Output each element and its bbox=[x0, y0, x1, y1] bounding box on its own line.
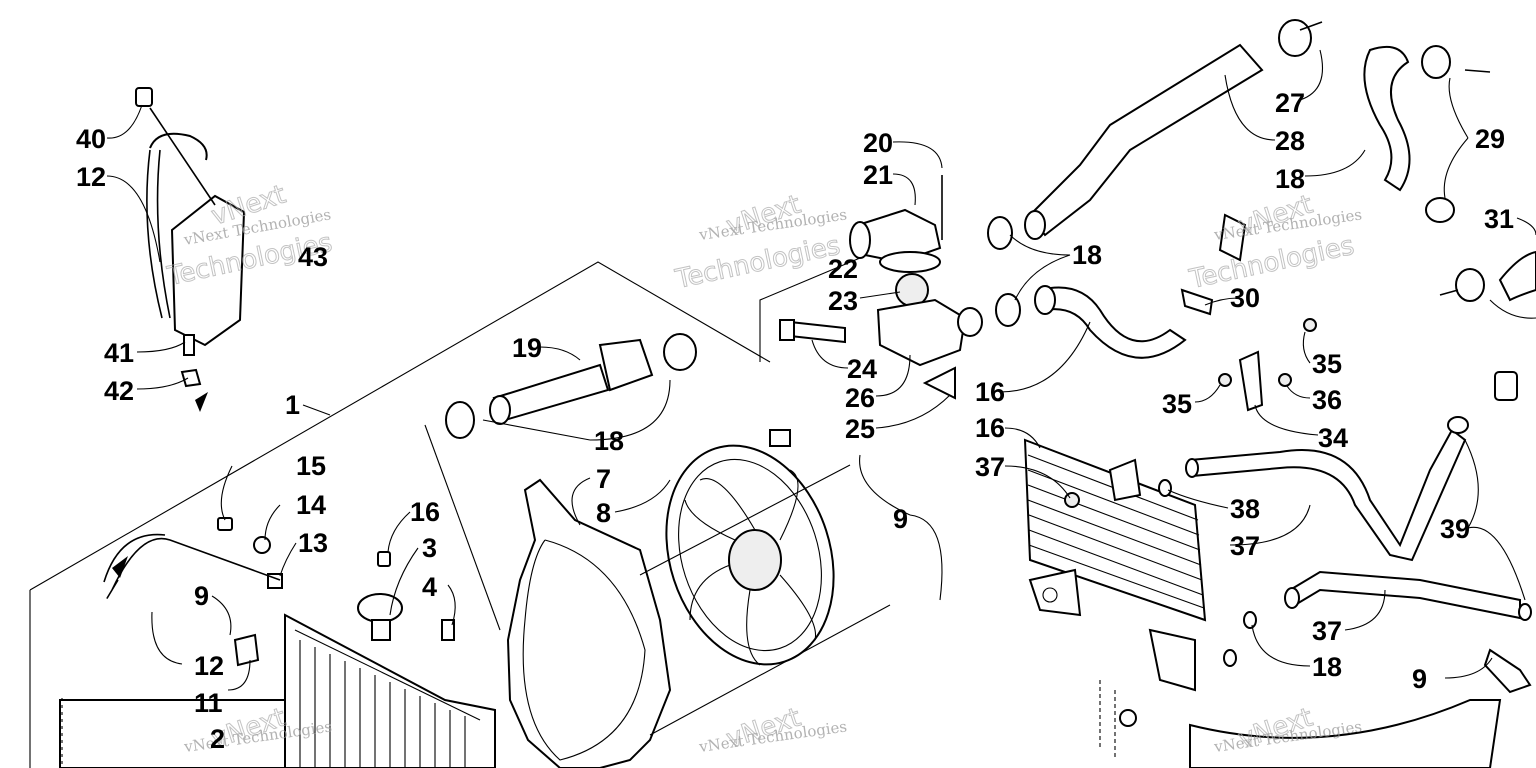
callout-number: 7 bbox=[596, 464, 611, 494]
cooling-fan bbox=[639, 429, 891, 736]
callout-number: 1 bbox=[285, 390, 300, 420]
callout-number: 18 bbox=[1312, 652, 1342, 682]
callout-number: 9 bbox=[1412, 664, 1427, 694]
callout-number: 29 bbox=[1475, 124, 1505, 154]
callout-number: 26 bbox=[845, 383, 875, 413]
watermark-outline: Technologies bbox=[672, 231, 843, 295]
oil-cooler bbox=[1023, 438, 1207, 760]
callout-number: 37 bbox=[1230, 531, 1260, 561]
radiator bbox=[59, 593, 496, 768]
thermostat-housing bbox=[779, 175, 1021, 400]
hose-29 bbox=[1439, 250, 1536, 319]
hose-30 bbox=[1034, 285, 1214, 359]
coolant-reservoir bbox=[135, 87, 246, 412]
callout-number: 18 bbox=[594, 426, 624, 456]
callout-number: 11 bbox=[194, 688, 223, 718]
callout-number: 22 bbox=[828, 254, 858, 284]
hose-19 bbox=[445, 333, 697, 439]
callout-number: 12 bbox=[194, 651, 224, 681]
callout-number: 31 bbox=[1484, 204, 1514, 234]
callout-number: 16 bbox=[975, 413, 1005, 443]
callout-number: 43 bbox=[298, 242, 328, 272]
callout-number: 9 bbox=[194, 581, 209, 611]
callout-number: 39 bbox=[1440, 514, 1470, 544]
fan-shroud bbox=[506, 478, 672, 768]
radiator-hardware bbox=[103, 517, 455, 667]
callout-number: 20 bbox=[863, 128, 893, 158]
callout-number: 13 bbox=[298, 528, 328, 558]
callout-number: 21 bbox=[863, 160, 893, 190]
callout-number: 37 bbox=[1312, 616, 1342, 646]
hose-28 bbox=[1363, 45, 1491, 223]
callout-number: 24 bbox=[847, 354, 877, 384]
callout-number: 40 bbox=[76, 124, 106, 154]
callout-number: 16 bbox=[410, 497, 440, 527]
watermark-outline: Technologies bbox=[1186, 231, 1357, 295]
callout-number: 18 bbox=[1275, 164, 1305, 194]
callout-number: 36 bbox=[1312, 385, 1342, 415]
callout-number: 35 bbox=[1312, 349, 1342, 379]
callout-number: 35 bbox=[1162, 389, 1192, 419]
callout-number: 25 bbox=[845, 414, 875, 444]
callout-number: 42 bbox=[104, 376, 134, 406]
callout-number: 41 bbox=[104, 338, 134, 368]
oil-lines bbox=[1185, 428, 1532, 768]
callout-number: 37 bbox=[975, 452, 1005, 482]
callout-number: 4 bbox=[422, 572, 437, 602]
callout-number: 8 bbox=[596, 498, 611, 528]
callout-number: 3 bbox=[422, 533, 437, 563]
callout-number: 2 bbox=[210, 724, 225, 754]
callout-number: 23 bbox=[828, 286, 858, 316]
callout-number: 12 bbox=[76, 162, 106, 192]
callout-number: 9 bbox=[893, 504, 908, 534]
callout-number: 38 bbox=[1230, 494, 1260, 524]
callout-number: 14 bbox=[296, 490, 326, 520]
radiator-assembly-outline bbox=[29, 261, 771, 768]
callout-number: 18 bbox=[1072, 240, 1102, 270]
callout-number: 19 bbox=[512, 333, 542, 363]
bracket-36 bbox=[1158, 213, 1532, 667]
callout-number: 28 bbox=[1275, 126, 1305, 156]
callout-number: 30 bbox=[1230, 283, 1260, 313]
callout-numbers: 40 12 43 41 42 1 15 14 13 16 3 4 9 12 11… bbox=[76, 88, 1514, 754]
callout-number: 15 bbox=[296, 451, 326, 481]
callout-number: 27 bbox=[1275, 88, 1305, 118]
leader-lines bbox=[106, 49, 1536, 691]
hose-27 bbox=[1024, 19, 1323, 240]
callout-number: 34 bbox=[1318, 423, 1348, 453]
callout-number: 16 bbox=[975, 377, 1005, 407]
